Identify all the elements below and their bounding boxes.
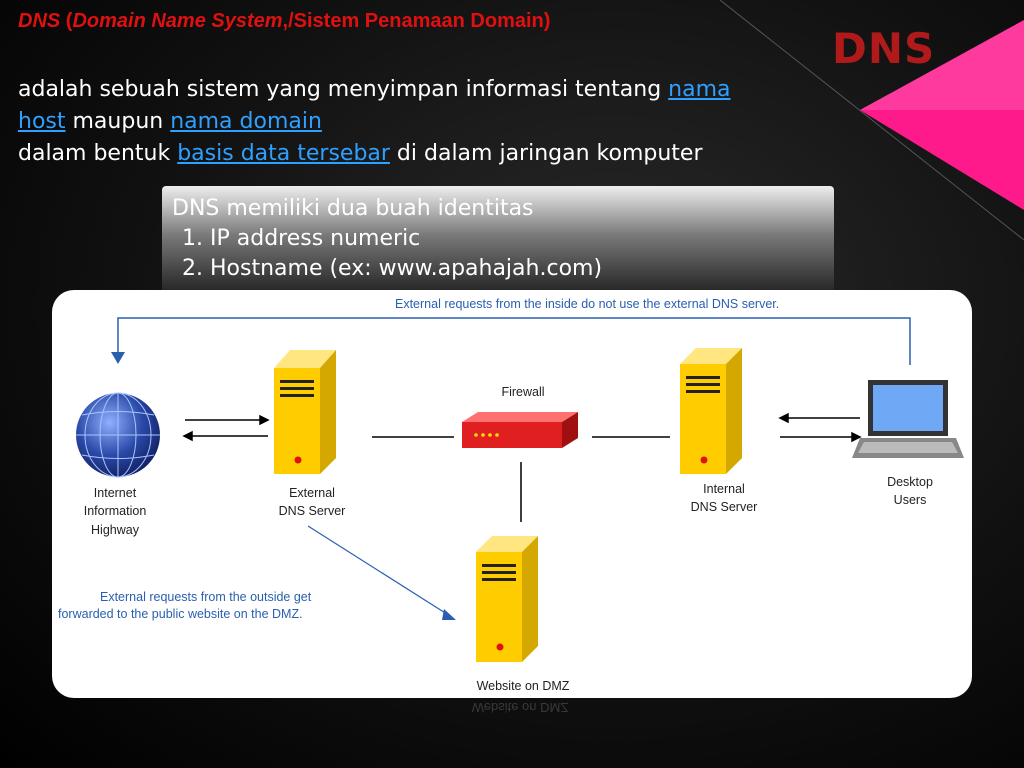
link-nama-domain[interactable]: nama domain — [170, 109, 322, 134]
slide-title: DNS — [832, 24, 936, 73]
laptop-icon — [852, 380, 964, 458]
desktop-label-2: Users — [894, 493, 927, 507]
heading-paren-open: ( — [65, 10, 73, 32]
bottom-note-1: External requests from the outside get — [100, 590, 312, 604]
intro-text-3: dalam bentuk — [18, 141, 178, 166]
diagram-canvas: External requests from the inside do not… — [58, 297, 964, 693]
heading-paren-close: ) — [543, 10, 551, 32]
internet-label-3: Highway — [91, 523, 140, 537]
internal-request-path — [117, 317, 911, 365]
top-note: External requests from the inside do not… — [395, 297, 779, 311]
heading-domain-name-system: Domain Name System — [72, 10, 283, 32]
heading-sistem-penamaan: ,/Sistem Penamaan Domain — [282, 10, 544, 32]
ext-dns-label-2: DNS Server — [279, 504, 346, 518]
dmz-label: Website on DMZ — [477, 679, 570, 693]
bottom-note-2: forwarded to the public website on the D… — [58, 607, 303, 621]
arrow-to-dmz-icon — [442, 609, 456, 620]
identity-panel-background — [162, 186, 834, 294]
link-basis-data-tersebar[interactable]: basis data tersebar — [177, 141, 390, 166]
int-dns-label-2: DNS Server — [691, 500, 758, 514]
definition-heading: DNS (Domain Name System,/Sistem Penamaan… — [18, 8, 618, 34]
dmz-server-icon — [476, 536, 538, 662]
identity-panel: DNS memiliki dua buah identitas IP addre… — [172, 194, 602, 284]
internet-label-2: Information — [84, 504, 147, 518]
firewall-icon — [462, 412, 578, 448]
ext-dns-label-1: External — [289, 486, 335, 500]
int-dns-label-1: Internal — [703, 482, 745, 496]
outside-request-path — [307, 525, 451, 617]
dns-desktop-arrows — [778, 412, 862, 443]
identity-list: IP address numeric Hostname (ex: www.apa… — [172, 224, 602, 284]
intro-text-2: maupun — [65, 109, 171, 134]
identity-item-ip: IP address numeric — [210, 224, 602, 254]
internet-dns-arrows — [182, 414, 270, 442]
firewall-label: Firewall — [501, 385, 544, 399]
identity-lead: DNS memiliki dua buah identitas — [172, 196, 534, 221]
heading-dns: DNS — [18, 10, 61, 32]
arrow-to-internet-icon — [111, 352, 125, 364]
intro-text-1: adalah sebuah sistem yang menyimpan info… — [18, 77, 669, 102]
desktop-label-1: Desktop — [887, 475, 933, 489]
globe-icon — [76, 392, 160, 478]
definition-text: adalah sebuah sistem yang menyimpan info… — [18, 74, 738, 170]
external-dns-server-icon — [274, 350, 336, 474]
internet-label-1: Internet — [94, 486, 137, 500]
link-nama-host[interactable]: nama host — [18, 77, 731, 134]
dmz-label-reflection: Website on DMZ — [471, 700, 569, 715]
internal-dns-server-icon — [680, 348, 742, 474]
identity-item-hostname: Hostname (ex: www.apahajah.com) — [210, 254, 602, 284]
intro-text-4: di dalam jaringan komputer — [389, 141, 703, 166]
dns-network-diagram: External requests from the inside do not… — [52, 290, 972, 698]
